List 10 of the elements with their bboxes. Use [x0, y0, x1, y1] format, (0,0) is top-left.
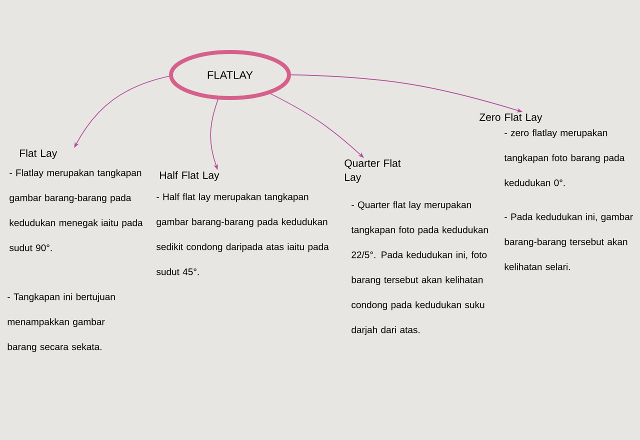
- note-text: - Half flat lay merupakan tangkapan gambar barang-barang pada kedudukan sedikit condong daripada atas iaitu pada sudut 45°.: [156, 193, 329, 276]
- note-text: - Flatlay merupakan tangkapan gambar barang-barang pada kedudukan menegak iaitu pada sudut 90°.: [9, 169, 143, 252]
- branch-heading: Quarter Flat Lay: [344, 159, 401, 183]
- note-text: - Tangkapan ini bertujuan menampakkan gambar barang secara sekata.: [8, 293, 115, 352]
- branch-heading: Half Flat Lay: [160, 171, 220, 181]
- note-text: - Pada kedudukan ini, gambar barang-barang tersebut akan kelihatan selari.: [504, 213, 633, 270]
- note-text: - Quarter flat lay merupakan tangkapan foto pada kedudukan 22/5°. Pada kedudukan ini, foto barang tersebut akan kelihatan condong pada kedudukan suku darjah dari atas.: [351, 201, 488, 336]
- branch-heading: Flat Lay: [20, 149, 58, 159]
- note-text: - zero flatlay merupakan tangkapan foto barang pada kedudukan 0°.: [504, 129, 625, 186]
- branch-heading: Zero Flat Lay: [480, 113, 542, 123]
